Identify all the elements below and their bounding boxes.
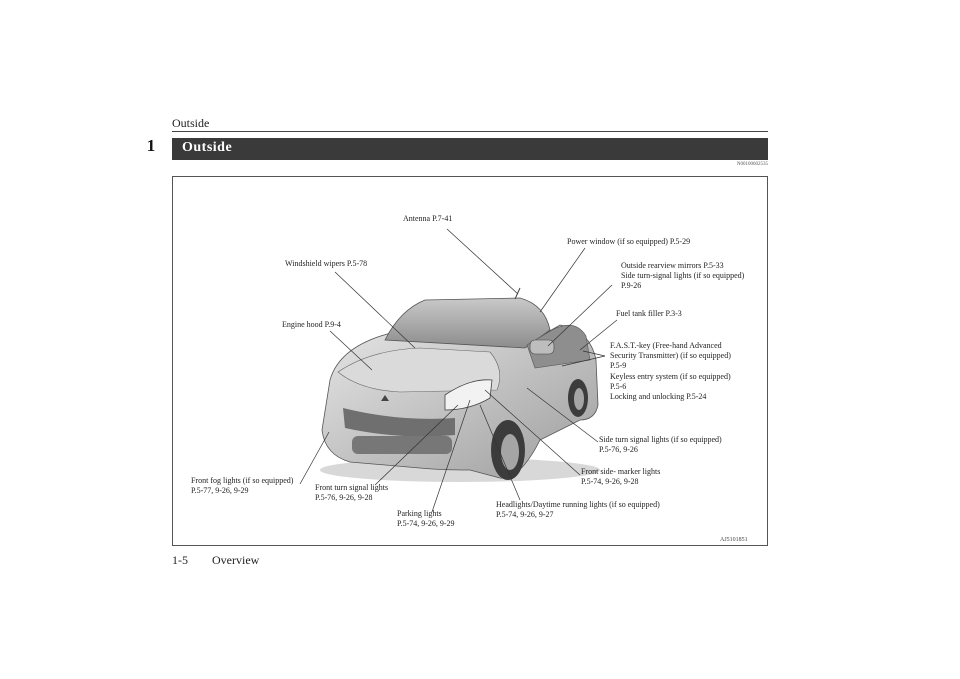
label-side-turn-signal: Side turn signal lights (if so equipped)… xyxy=(599,435,722,455)
section-heading-bar: Outside xyxy=(172,138,768,160)
leader-marker xyxy=(484,389,581,476)
chapter-number: 1 xyxy=(146,136,156,155)
section-title: Outside xyxy=(182,140,233,155)
label-antenna: Antenna P.7-41 xyxy=(403,214,453,223)
label-fuel-tank-filler: Fuel tank filler P.3-3 xyxy=(616,309,682,318)
illustration-frame xyxy=(172,176,768,546)
leader-antenna xyxy=(446,228,519,295)
label-power-window: Power window (if so equipped) P.5-29 xyxy=(567,237,691,246)
leader-fog xyxy=(299,431,330,485)
leader-power-window xyxy=(539,247,586,313)
leader-turn xyxy=(374,404,459,486)
leader-lines xyxy=(299,228,618,513)
label-engine-hood: Engine hood P.9-4 xyxy=(282,320,341,329)
label-parking-lights: Parking lights P.5-74, 9-26, 9-29 xyxy=(397,509,455,529)
header-divider xyxy=(172,131,768,132)
label-front-fog-lights: Front fog lights (if so equipped) P.5-77… xyxy=(191,476,294,496)
label-headlights: Headlights/Daytime running lights (if so… xyxy=(496,500,660,520)
footer-section-label: Overview xyxy=(212,553,260,567)
label-windshield-wipers: Windshield wipers P.5-78 xyxy=(285,259,368,268)
leader-parking xyxy=(431,399,471,513)
illustration-id: AJ5101851 xyxy=(720,537,748,543)
leader-mirrors xyxy=(547,284,613,347)
label-front-turn-signal: Front turn signal lights P.5-76, 9-26, 9… xyxy=(315,483,389,503)
leader-fuel xyxy=(579,319,618,351)
page-number: 1-5 xyxy=(172,553,188,567)
leader-headlights xyxy=(479,404,521,501)
document-id: N00100602535 xyxy=(736,162,768,167)
label-front-side-marker: Front side- marker lights P.5-74, 9-26, … xyxy=(581,467,661,487)
car-body xyxy=(320,287,600,482)
leader-side-turn xyxy=(526,387,599,443)
leader-fast-key-b xyxy=(561,355,606,367)
leader-fast-key-a xyxy=(582,350,606,357)
leader-wipers xyxy=(334,271,416,349)
label-outside-mirrors: Outside rearview mirrors P.5-33 Side tur… xyxy=(621,261,745,291)
leader-hood xyxy=(329,330,373,371)
label-fast-key: F.A.S.T.-key (Free-hand Advanced Securit… xyxy=(610,341,731,402)
page-header-title: Outside xyxy=(172,116,210,130)
